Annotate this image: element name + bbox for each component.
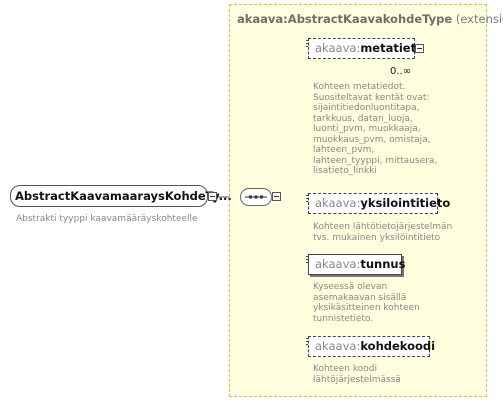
- sequence-compositor[interactable]: [240, 188, 272, 206]
- element-name: metatieto: [360, 41, 425, 55]
- element-ns: akaava:: [315, 196, 361, 210]
- element-yksilointitieto[interactable]: [308, 193, 438, 214]
- element-ns: akaava:: [315, 339, 361, 353]
- element-metatieto-description: Kohteen metatiedot. Suositeltavat kentät…: [313, 82, 437, 177]
- element-metatieto[interactable]: [308, 38, 415, 59]
- sequence-collapse-icon[interactable]: [272, 192, 281, 201]
- description-line: muokkaus_pvm, omistaja,: [313, 134, 431, 145]
- description-line: Kyseessä olevan: [313, 282, 388, 292]
- element-tunnus-description: Kyseessä olevan asemakaavan sisällä yksi…: [313, 282, 420, 324]
- occurrence-label: 0..∞: [390, 66, 412, 77]
- element-ns: akaava:: [315, 257, 361, 271]
- element-name: yksilointitieto: [360, 196, 451, 210]
- root-type-node[interactable]: [10, 185, 208, 207]
- description-line: yksikäsitteinen kohteen: [313, 303, 420, 313]
- extension-suffix: (extension): [455, 12, 503, 26]
- description-line: luonti_pvm, muokkaaja,: [313, 124, 421, 134]
- description-line: Kohteen lähtötietojärjestelmän: [313, 222, 453, 232]
- description-line: tunnistetieto.: [313, 313, 374, 324]
- element-yksilointitieto-description: Kohteen lähtötietojärjestelmän tvs. muka…: [313, 222, 452, 243]
- sequence-icon: [245, 195, 267, 199]
- element-tunnus-label: akaava:tunnus: [315, 257, 405, 271]
- description-line: lähtöjärjestelmässä: [313, 374, 401, 385]
- description-line: asemakaavan sisällä: [313, 292, 407, 303]
- extension-type-name: AbstractKaavakohdeType: [287, 12, 453, 26]
- element-name: tunnus: [360, 257, 406, 271]
- element-tunnus[interactable]: [308, 254, 402, 275]
- description-line: lisatieto_linkki: [313, 166, 377, 176]
- extension-title: akaava:AbstractKaavakohdeType (extension…: [237, 12, 503, 26]
- description-line: Suositeltavat kentät ovat:: [313, 92, 430, 103]
- description-line: lahteen_pvm,: [313, 145, 375, 155]
- collapse-icon[interactable]: [208, 192, 217, 201]
- description-line: Kohteen koodi: [313, 364, 377, 374]
- element-name: kohdekoodi: [360, 339, 436, 353]
- description-line: Kohteen metatiedot.: [313, 82, 406, 92]
- element-metatieto-label: akaava:metatieto: [315, 41, 424, 55]
- description-line: lahteen_tyyppi, mittausera,: [313, 155, 438, 166]
- root-type-label: AbstractKaavamaaraysKohdeTy...: [15, 189, 232, 203]
- extension-type-ns: akaava:: [237, 12, 288, 26]
- root-type-description: Abstrakti tyyppi kaavamääräyskohteelle: [16, 214, 198, 224]
- element-kohdekoodi[interactable]: [308, 336, 430, 357]
- element-kohdekoodi-label: akaava:kohdekoodi: [315, 339, 435, 353]
- element-kohdekoodi-description: Kohteen koodi lähtöjärjestelmässä: [313, 364, 401, 385]
- expand-icon[interactable]: [415, 44, 424, 53]
- description-line: tarkkuus, datan_luoja,: [313, 113, 413, 124]
- element-ns: akaava:: [315, 41, 361, 55]
- element-yksilointitieto-label: akaava:yksilointitieto: [315, 196, 450, 210]
- description-line: tvs. mukainen yksilöintitieto: [313, 232, 441, 243]
- description-line: sijaintitiedonluontitapa,: [313, 103, 420, 113]
